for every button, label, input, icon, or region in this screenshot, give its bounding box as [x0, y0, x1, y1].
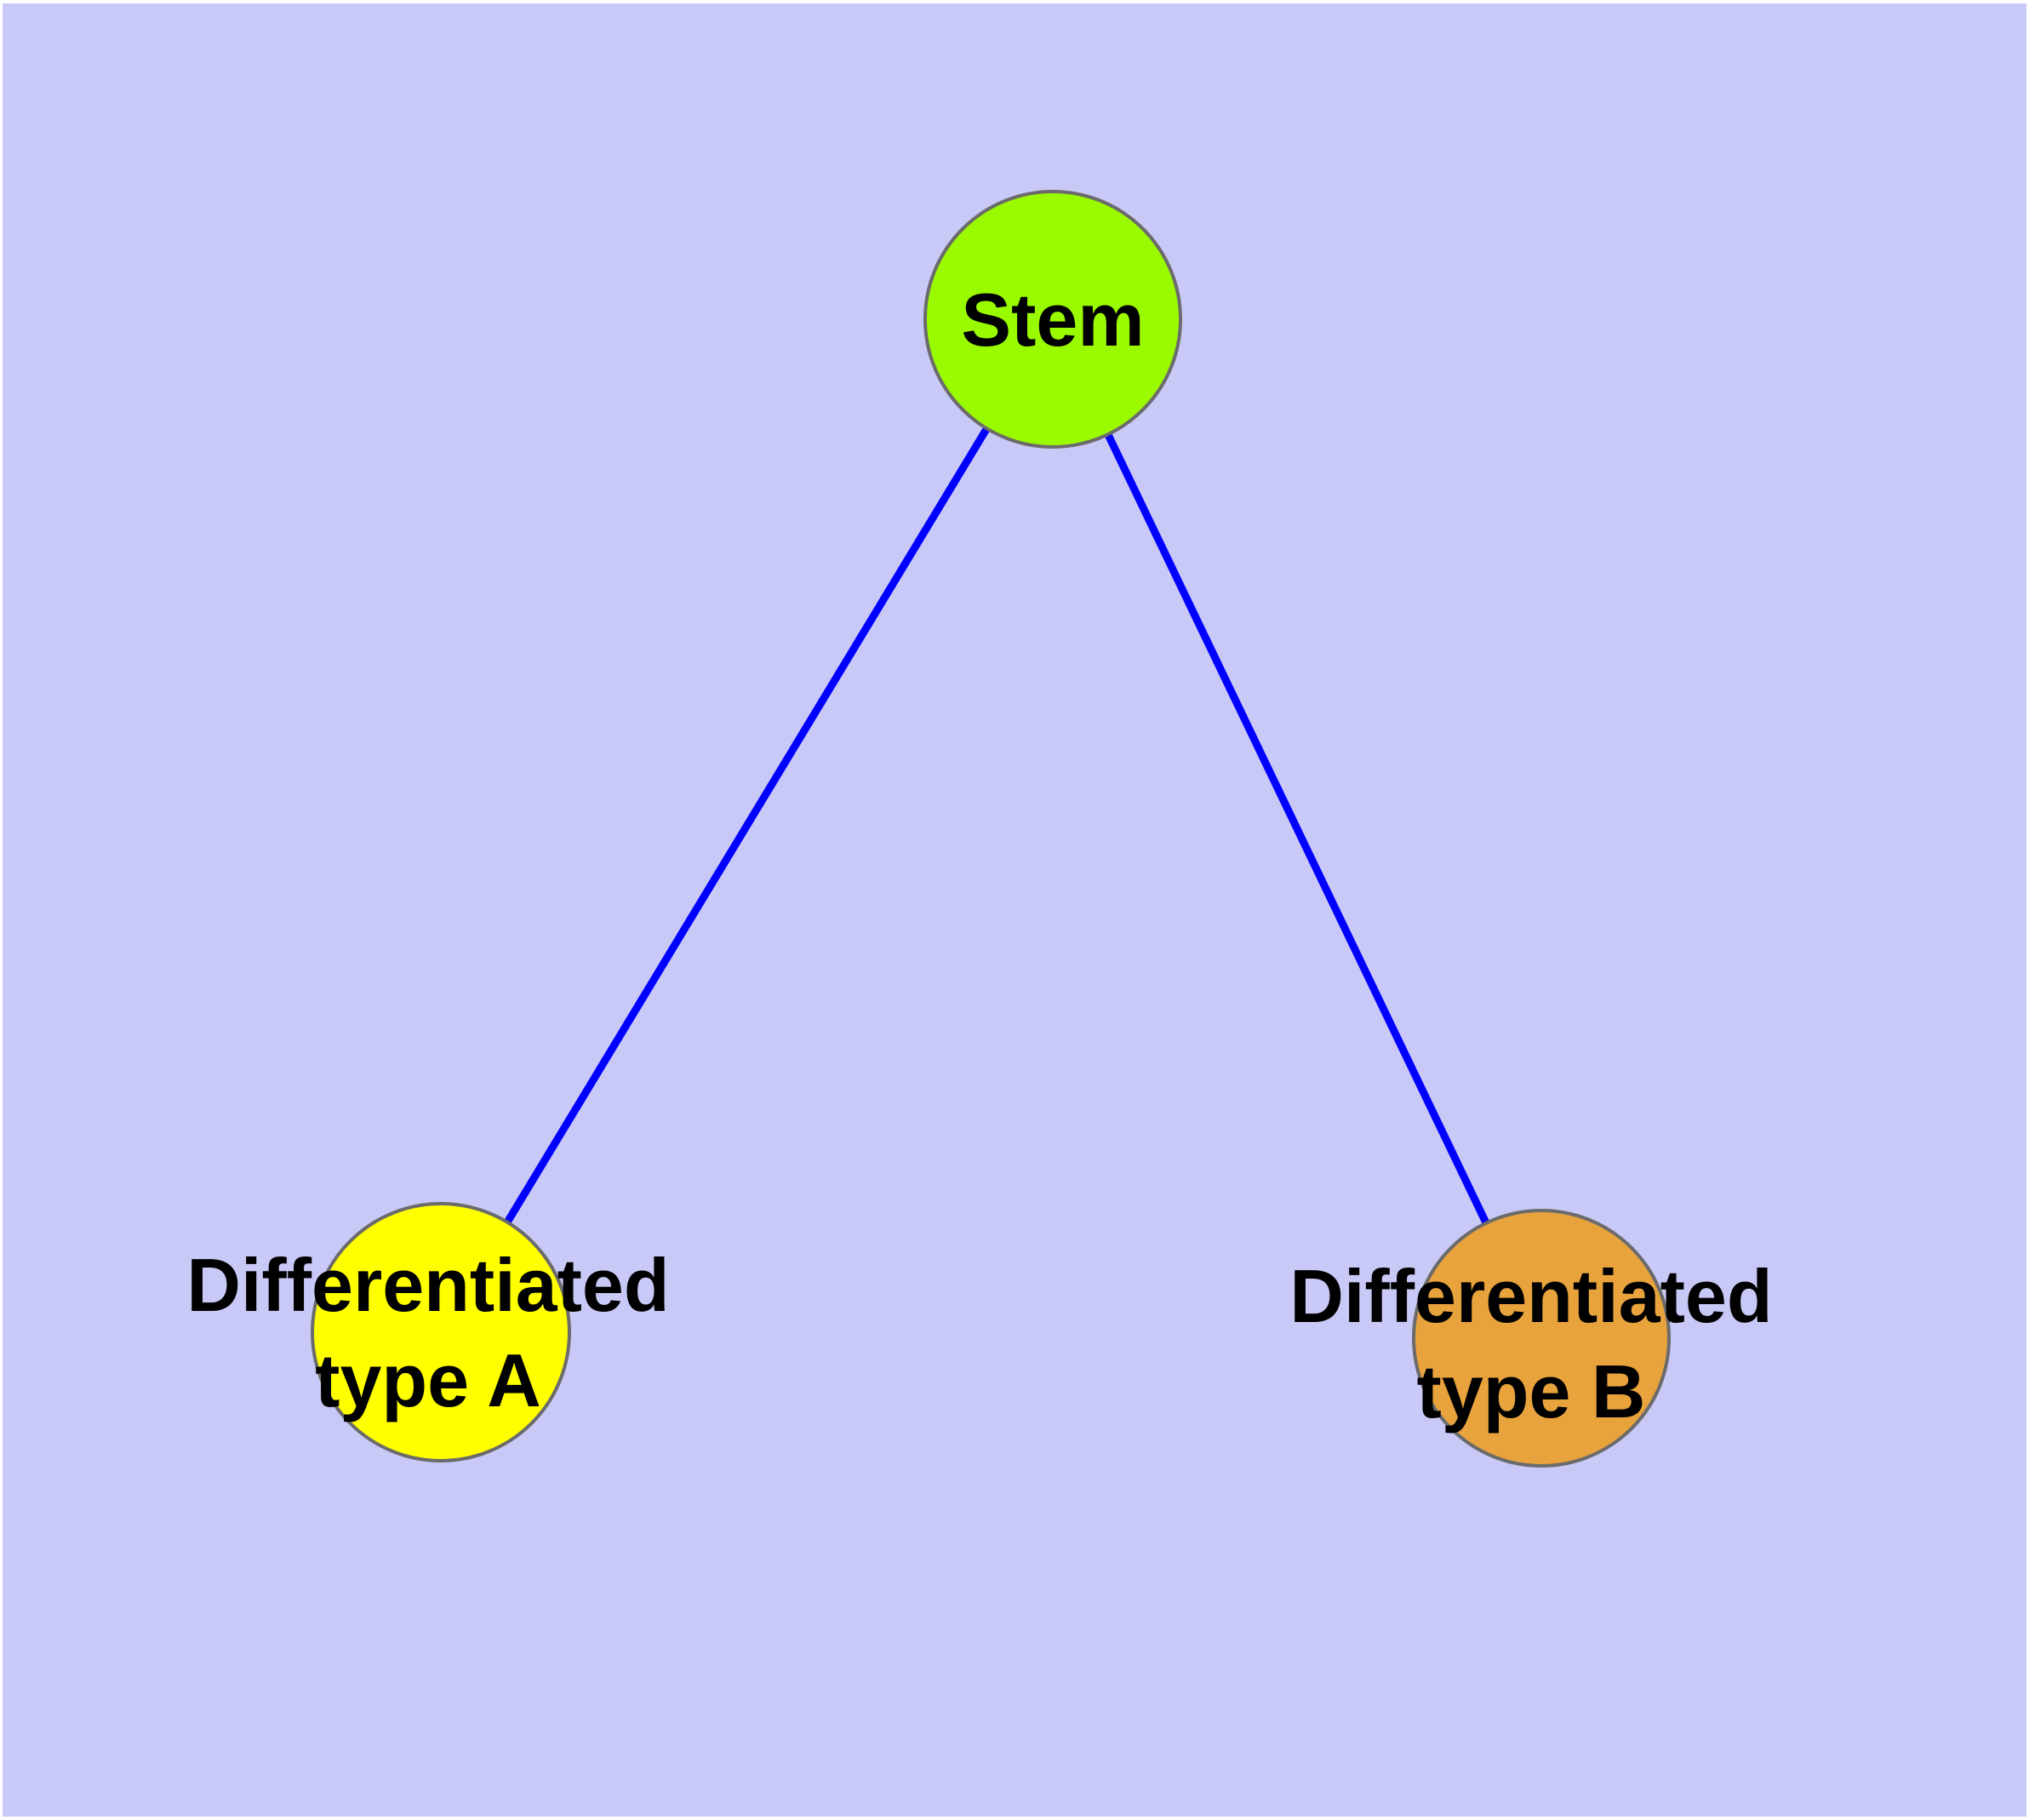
- node-type-a-label-line2: type A: [315, 1338, 541, 1422]
- node-stem-label-text: Stem: [961, 278, 1145, 362]
- node-type-a-label-line1: Differentiated: [186, 1243, 670, 1327]
- graph-svg: [311, 190, 1671, 1468]
- node-type-b-label: Differentiated type B: [1289, 1249, 1772, 1439]
- node-type-b-label-line2: type B: [1416, 1349, 1646, 1434]
- node-type-b-circle: [1412, 1209, 1671, 1468]
- node-type-b-label-line1: Differentiated: [1289, 1254, 1773, 1338]
- edge-stem-to-type-a: [437, 317, 1056, 1335]
- node-type-a-circle: [311, 1202, 571, 1462]
- edge-stem-to-type-b: [1049, 318, 1546, 1340]
- node-type-a-label: Differentiated type A: [186, 1238, 669, 1428]
- node-stem-label: Stem: [961, 272, 1144, 368]
- diagram-canvas: Stem Differentiated type A Differentiate…: [3, 3, 2026, 1817]
- node-stem-circle: [923, 190, 1182, 449]
